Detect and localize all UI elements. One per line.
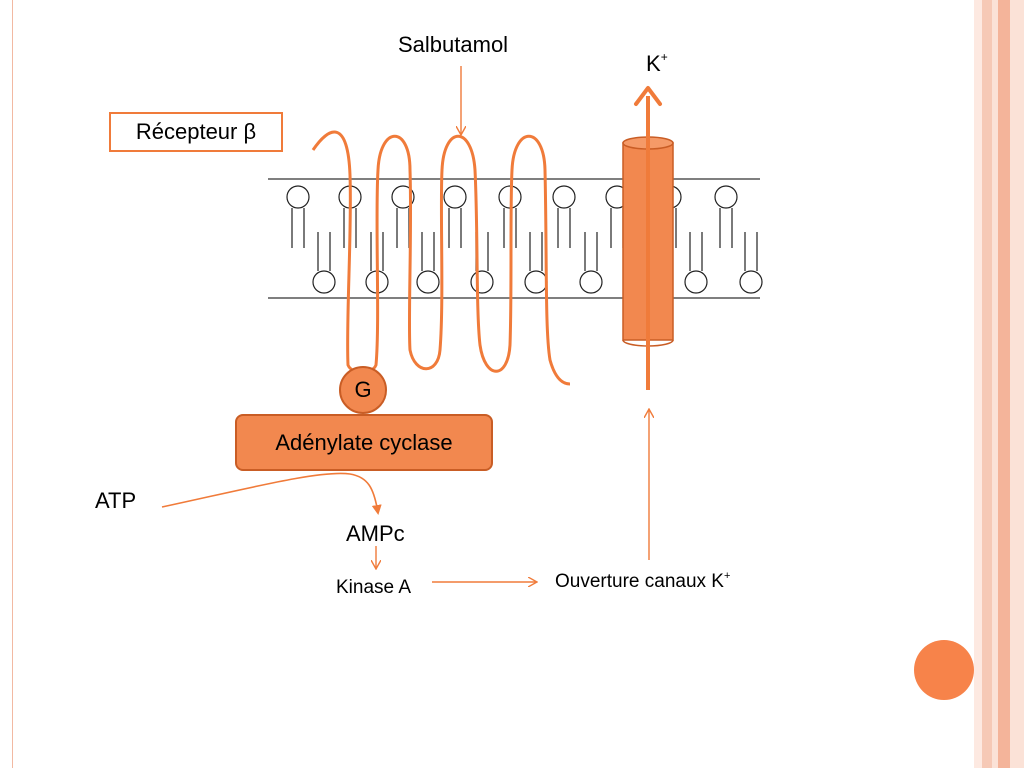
potassium-ion-label: K+: [646, 50, 668, 77]
phospholipid: [552, 185, 576, 248]
beta-receptor-chain: [311, 130, 571, 386]
decorative-circle: [914, 640, 974, 700]
phospholipid: [470, 232, 494, 294]
phospholipid: [312, 232, 336, 294]
salbutamol-label: Salbutamol: [398, 32, 509, 57]
left-frame-line: [12, 0, 13, 768]
kinase-a-label: Kinase A: [336, 577, 411, 598]
beta-receptor-label: Récepteur β: [109, 112, 283, 152]
channel-opening-text: Ouverture canaux K: [555, 571, 724, 592]
potassium-symbol: K: [646, 51, 661, 76]
channel-opening-charge: +: [723, 570, 731, 582]
ampc-label: AMPc: [346, 521, 405, 546]
g-protein-node: G: [339, 366, 387, 414]
phospholipid: [714, 185, 738, 248]
right-frame-stripes: [974, 0, 1024, 768]
k-efflux-arrowhead: [634, 86, 662, 106]
phospholipid: [416, 232, 440, 294]
phospholipid: [286, 185, 310, 248]
phospholipid: [524, 232, 548, 294]
phospholipid: [684, 232, 708, 294]
potassium-charge: +: [660, 50, 668, 64]
atp-to-ampc-arrow: [161, 472, 382, 515]
atp-label: ATP: [95, 488, 137, 513]
phospholipid: [739, 232, 763, 294]
adenylate-cyclase-node: Adénylate cyclase: [235, 414, 493, 471]
lower-phospholipids: [312, 232, 763, 294]
phospholipid: [579, 232, 603, 294]
phospholipid: [443, 185, 467, 248]
channel-opening-label: Ouverture canaux K+: [555, 570, 730, 593]
